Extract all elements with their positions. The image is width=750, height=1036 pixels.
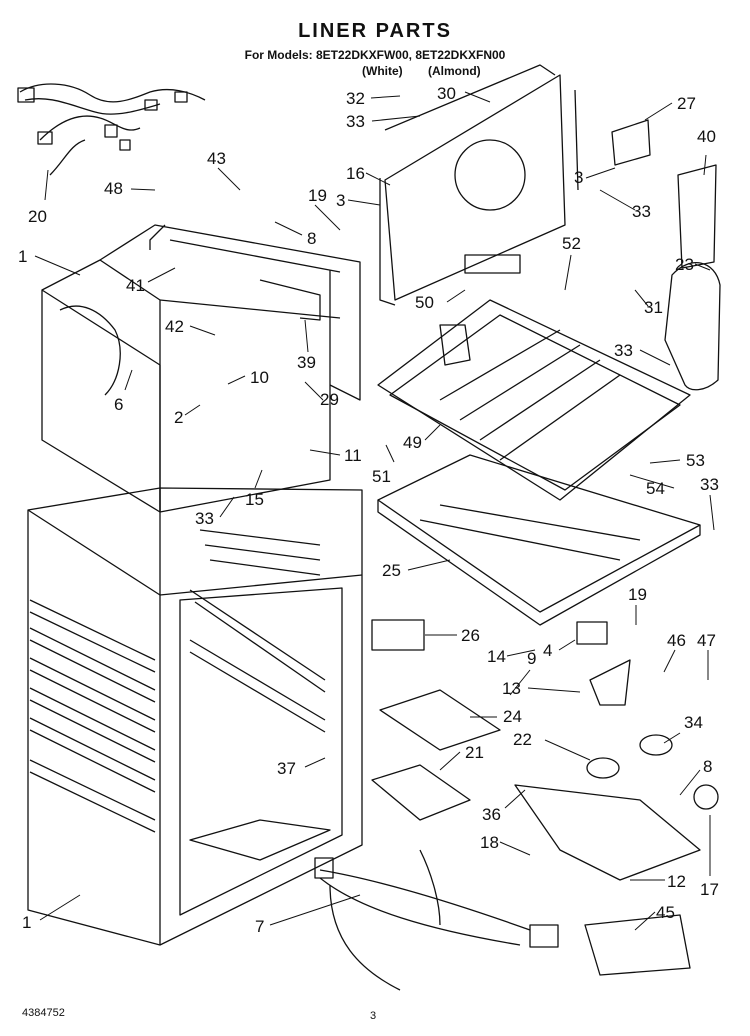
callout-21: 21 <box>465 743 484 762</box>
rear-panel <box>379 64 579 306</box>
callout-29: 29 <box>320 390 339 409</box>
callout-45: 45 <box>656 903 675 922</box>
callout-13: 13 <box>502 679 521 698</box>
bracket-27 <box>611 119 651 166</box>
callout-37: 37 <box>277 759 296 778</box>
housing-12 <box>514 784 701 881</box>
callout-17: 17 <box>700 880 719 899</box>
callout-23: 23 <box>675 255 694 274</box>
diagram-title: LINER PARTS <box>298 20 452 42</box>
callout-16: 16 <box>346 164 365 183</box>
callout-52: 52 <box>562 234 581 253</box>
callout-9: 9 <box>527 649 536 668</box>
callout-15: 15 <box>245 490 264 509</box>
part-4 <box>576 621 608 645</box>
callout-49: 49 <box>403 433 422 452</box>
callout-3-left: 3 <box>336 191 345 210</box>
callout-3-right: 3 <box>574 168 583 187</box>
callout-18: 18 <box>480 833 499 852</box>
fresh-food-liner <box>27 487 363 946</box>
air-duct-23 <box>664 262 721 391</box>
callout-33-right-lower: 33 <box>700 475 719 494</box>
callout-10: 10 <box>250 368 269 387</box>
page-number: 3 <box>370 1010 377 1022</box>
callout-26: 26 <box>461 626 480 645</box>
callout-27: 27 <box>677 94 696 113</box>
wiring-harness-top <box>17 83 206 176</box>
callout-1-lower: 1 <box>22 913 31 932</box>
callout-8-lower: 8 <box>703 757 712 776</box>
model-numbers: For Models: 8ET22DKXFW00, 8ET22DKXFN00 <box>244 48 506 62</box>
part-24 <box>379 689 501 751</box>
callout-14: 14 <box>487 647 506 666</box>
callout-48: 48 <box>104 179 123 198</box>
callout-7: 7 <box>255 917 264 936</box>
callout-50: 50 <box>415 293 434 312</box>
callout-22: 22 <box>513 730 532 749</box>
callout-33-top: 33 <box>346 112 365 131</box>
callout-53: 53 <box>686 451 705 470</box>
callout-32: 32 <box>346 89 365 108</box>
callout-30: 30 <box>437 84 456 103</box>
callout-2: 2 <box>174 408 183 427</box>
part-21 <box>371 764 471 821</box>
callout-39: 39 <box>297 353 316 372</box>
callout-41: 41 <box>126 276 145 295</box>
crisper-pan-49 <box>377 299 691 501</box>
color-label-almond: (Almond) <box>428 64 481 78</box>
callout-4: 4 <box>543 641 552 660</box>
cover-40 <box>677 164 717 269</box>
document-number: 4384752 <box>22 1007 65 1019</box>
shelf-25 <box>377 454 701 626</box>
part-13-bracket <box>589 659 631 706</box>
bulb-17 <box>693 784 719 810</box>
callout-11: 11 <box>344 446 362 465</box>
callout-51: 51 <box>372 467 391 486</box>
callout-33-right-mid: 33 <box>614 341 633 360</box>
callout-19-lower: 19 <box>628 585 647 604</box>
callout-47: 47 <box>697 631 716 650</box>
callout-33-right-upper: 33 <box>632 202 651 221</box>
callout-33-left: 33 <box>195 509 214 528</box>
socket-22 <box>586 757 620 779</box>
callout-20: 20 <box>28 207 47 226</box>
callout-43: 43 <box>207 149 226 168</box>
callout-54: 54 <box>646 479 665 498</box>
part-26 <box>371 619 425 651</box>
shield-45 <box>584 914 691 976</box>
callout-24: 24 <box>503 707 522 726</box>
callout-12: 12 <box>667 872 686 891</box>
wiring-harness-bottom <box>314 849 559 991</box>
callout-19-upper: 19 <box>308 186 327 205</box>
callout-1-upper: 1 <box>18 247 27 266</box>
color-label-white: (White) <box>362 64 403 78</box>
callout-25: 25 <box>382 561 401 580</box>
callout-31: 31 <box>644 298 663 317</box>
callout-8-upper: 8 <box>307 229 316 248</box>
callout-42: 42 <box>165 317 184 336</box>
part-34 <box>639 734 673 756</box>
callout-34: 34 <box>684 713 703 732</box>
callout-46: 46 <box>667 631 686 650</box>
callout-6: 6 <box>114 395 123 414</box>
callout-40: 40 <box>697 127 716 146</box>
callout-36: 36 <box>482 805 501 824</box>
